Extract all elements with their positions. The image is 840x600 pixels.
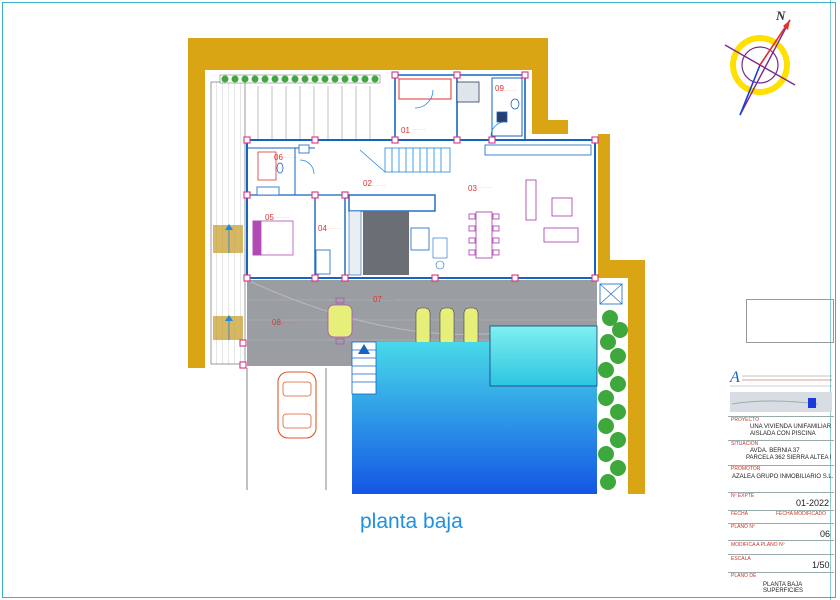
tb-expte-label: Nº EXPTE (731, 493, 755, 499)
sheet-margin-line (830, 0, 831, 600)
tb-fecha-mod-label: FECHA MODIFICADO (776, 511, 827, 517)
room-label-02: 02 (363, 179, 372, 188)
equipment-box (599, 283, 623, 305)
tb-proyecto-line2: AISLADA CON PISCINA (750, 431, 816, 437)
svg-text:.................: ................. (503, 88, 517, 92)
tb-plano-de-label: PLANO DE (731, 573, 757, 579)
svg-text:.................: ................. (327, 226, 341, 230)
pergola (219, 74, 381, 140)
driveway (246, 368, 327, 490)
tb-promotor-label: PROMOTOR (731, 466, 761, 472)
bathroom-fixtures (257, 81, 520, 181)
tb-escala-value: 1/50 (812, 560, 830, 570)
tb-situacion-line2: PARCELA 362 SIERRA ALTEA I (746, 455, 832, 461)
room-label-05: 05 (265, 213, 274, 222)
pool (351, 325, 598, 494)
svg-text:.................: ................. (382, 297, 396, 301)
room-label-03: 03 (468, 184, 477, 193)
svg-text:.................: ................. (275, 215, 289, 219)
svg-text:A: A (729, 369, 740, 386)
tb-situacion-line1: AVDA. BERNIA 37 (750, 448, 800, 454)
room-label-06: 06 (274, 153, 283, 162)
tb-fecha-label: FECHA (731, 511, 748, 517)
room-label-08: 08 (272, 318, 281, 327)
svg-text:.................: ................. (283, 155, 297, 159)
room-label-04: 04 (318, 224, 327, 233)
hedge (598, 310, 628, 490)
tb-sustituye-label: MODIFICA A PLANO Nº (731, 542, 785, 548)
svg-text:.................: ................. (478, 185, 492, 189)
tb-escala-label: ESCALA (731, 556, 751, 562)
living-furniture (468, 179, 579, 259)
bedroom-furniture (252, 186, 331, 275)
tb-situacion-label: SITUACION (731, 441, 759, 447)
room-labels: 01 02 03 04 05 06 07 08 09 .............… (265, 84, 517, 327)
tb-plano-label: PLANO Nº (731, 524, 755, 530)
terrace-furniture (327, 297, 479, 347)
room-label-01: 01 (401, 126, 410, 135)
tb-plano-de-line1: PLANTA BAJA (763, 582, 803, 588)
studio-logo: A (728, 368, 834, 414)
exterior-stair-left (210, 81, 246, 365)
tb-expte-value: 01-2022 (796, 498, 830, 508)
svg-text:.................: ................. (372, 183, 386, 187)
drawing-caption: planta baja (360, 510, 463, 533)
interior-stair (359, 147, 451, 173)
room-label-09: 09 (495, 84, 504, 93)
stamp-box (746, 299, 834, 343)
tb-proyecto-line1: UNA VIVIENDA UNIFAMILIAR (750, 424, 832, 430)
tb-proyecto-label: PROYECTO (731, 417, 759, 423)
tb-promotor-value: AZALEA GRUPO INMOBILIARIO S.L. (732, 474, 834, 480)
north-arrow (724, 19, 796, 116)
room-label-07: 07 (373, 295, 382, 304)
tb-plano-de-line2: SUPERFICIES (763, 588, 804, 594)
svg-text:.................: ................. (281, 320, 295, 324)
svg-text:.................: ................. (412, 127, 426, 131)
north-label: N (776, 8, 786, 23)
kitchen (348, 210, 448, 276)
structural-columns (239, 71, 599, 369)
door-swings (299, 89, 506, 175)
title-block: A PROYECTO UNA VIVIENDA UNIFAMILIAR AISL… (728, 368, 834, 598)
tb-plano-value: 06 (820, 529, 831, 539)
